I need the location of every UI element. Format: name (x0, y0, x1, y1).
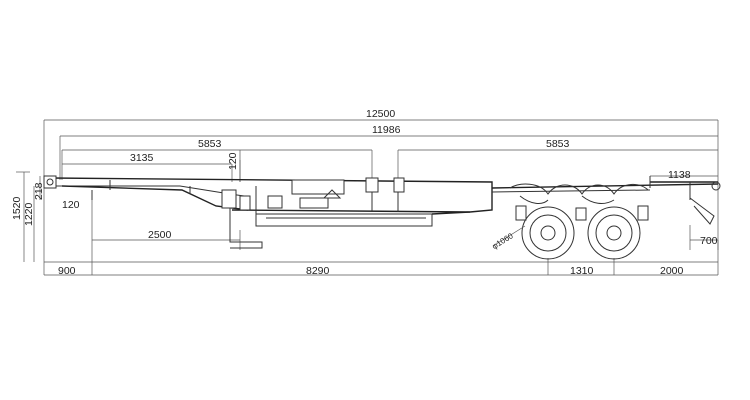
dim-rear-overhang-top: 1138 (668, 169, 691, 181)
trailer-frame (43, 175, 721, 249)
dim-overall-length: 12500 (366, 108, 395, 120)
dim-total-height: 1520 (11, 196, 23, 220)
dimension-lines (16, 119, 718, 276)
dim-coupling-height: 1220 (23, 202, 35, 226)
tire-leader-line (492, 225, 526, 247)
dim-rear-twistlock-span: 5853 (546, 138, 570, 150)
dim-front-offset: 120 (62, 199, 80, 211)
dim-rear-bumper: 700 (700, 235, 718, 247)
dim-front-step: 218 (33, 182, 45, 200)
suspension (509, 183, 649, 221)
extension-lines (43, 120, 719, 275)
wheel-rear (587, 206, 641, 260)
dim-front-section: 3135 (130, 152, 154, 164)
dim-front-twistlock-span: 5853 (198, 138, 222, 150)
dim-kingpin-to-axle: 8290 (306, 265, 330, 277)
dimension-labels: 12500 11986 5853 5853 3135 120 120 2500 … (11, 108, 718, 277)
dim-rear-overhang: 2000 (660, 265, 684, 277)
dim-tire-size: φ1060 (490, 231, 515, 251)
wheel-front (521, 206, 575, 260)
dim-neck-height: 120 (227, 152, 239, 170)
dim-kingpin-offset: 900 (58, 265, 76, 277)
dim-axle-spacing: 1310 (570, 265, 594, 277)
dim-gooseneck-length: 2500 (148, 229, 172, 241)
dim-frame-length: 11986 (372, 124, 401, 136)
